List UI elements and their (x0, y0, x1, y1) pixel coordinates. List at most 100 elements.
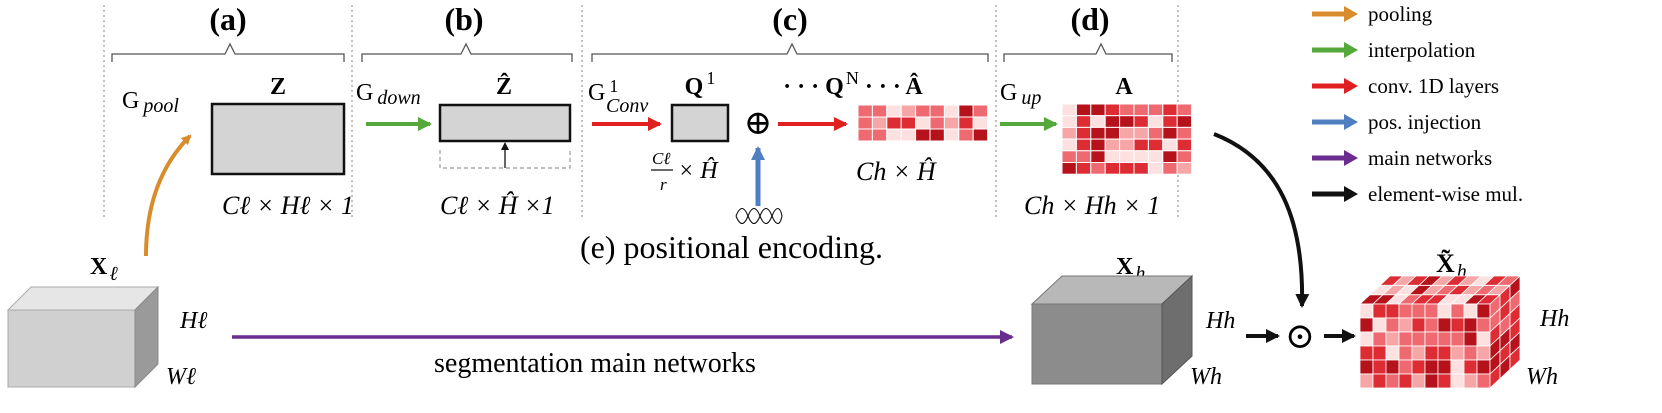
legend-item: element-wise mul. (1312, 182, 1523, 206)
x-tilde-label: X̃h (1436, 249, 1467, 283)
a-hat-cell (915, 116, 931, 130)
a-cell (1119, 115, 1135, 128)
a-cell (1119, 150, 1135, 164)
dim-ahat: Ch × Ĥ (856, 157, 937, 186)
x-tilde-front-cell (1424, 345, 1439, 361)
a-hat-cell (943, 116, 960, 130)
a-cell (1147, 115, 1164, 128)
a-cell (1075, 162, 1092, 175)
a-cell (1061, 138, 1077, 152)
x-tilde-front-cell (1385, 331, 1400, 347)
a-cell (1162, 115, 1178, 128)
x-tilde-front-cell (1372, 359, 1387, 375)
a-cell (1133, 103, 1149, 117)
x-tilde-front-cell (1411, 303, 1426, 319)
x-tilde-front-cell (1476, 317, 1491, 333)
a-hat-cell (958, 116, 974, 130)
a-cell (1075, 103, 1092, 117)
attention-to-mul-arrow (1213, 132, 1310, 308)
legend-swatch-arrowhead (1344, 150, 1358, 166)
x-l-cube (6, 285, 160, 389)
x-tilde-front-cell (1424, 359, 1439, 375)
x-tilde-front-cell (1359, 345, 1374, 361)
a-cell (1061, 150, 1077, 164)
legend-item: pooling (1312, 2, 1433, 26)
x-tilde-front-cell (1476, 345, 1491, 361)
a-hat-cell (915, 128, 931, 142)
a-cell (1119, 138, 1135, 152)
a-cell (1162, 138, 1178, 152)
pooling-arrow (144, 134, 192, 257)
a-hat-cell (871, 116, 888, 130)
a-hat-cell (900, 116, 917, 130)
oplus-symbol: ⊕ (744, 105, 773, 142)
a-cell (1075, 126, 1092, 140)
x-tilde-front-cell (1411, 345, 1426, 361)
x-tilde-front-cell (1398, 345, 1413, 361)
section-braces (111, 42, 1173, 62)
a-cell (1061, 115, 1077, 128)
a-cell (1147, 126, 1164, 140)
a-cell (1090, 138, 1106, 152)
x-tilde-front-cell (1398, 331, 1413, 347)
w-l-label: Wℓ (166, 364, 196, 390)
a-hat-cell (958, 104, 974, 118)
x-tilde-front-cell (1385, 317, 1400, 333)
x-tilde-front-cell (1398, 359, 1413, 375)
a-cell (1176, 150, 1193, 164)
x-tilde-front-cell (1437, 303, 1452, 319)
a-hat-cell (943, 104, 960, 118)
a-cell (1104, 138, 1121, 152)
a-hat-cell (915, 104, 931, 118)
a-cell (1061, 103, 1077, 117)
a-cell (1176, 126, 1193, 140)
x-tilde-front-cell (1359, 317, 1374, 333)
q1-dim: Cℓ r × Ĥ (652, 147, 719, 195)
a-hat-cell (857, 104, 873, 118)
x-tilde-front-cell (1372, 373, 1387, 389)
x-tilde-side-cell (1509, 345, 1521, 371)
x-tilde-front-cell (1372, 317, 1387, 333)
x-tilde-front-cell (1372, 331, 1387, 347)
legend-swatch-arrowhead (1344, 114, 1358, 130)
x-tilde-front-cell (1359, 373, 1374, 389)
legend-label: main networks (1368, 146, 1492, 170)
x-tilde-front-cell (1372, 345, 1387, 361)
a-heatmap (1061, 103, 1193, 175)
x-tilde-cube (1358, 275, 1522, 389)
x-tilde-front-cell (1385, 373, 1400, 389)
dim-a: Cℓ × Hℓ × 1 (222, 191, 354, 220)
a-cell (1090, 126, 1106, 140)
legend-swatch-arrowhead (1344, 78, 1358, 94)
x-tilde-front-cell (1411, 317, 1426, 333)
a-cell (1162, 162, 1178, 175)
a-hat-cell (871, 104, 888, 118)
a-hat-cell (871, 128, 888, 142)
a-cell (1119, 126, 1135, 140)
a-cell (1119, 162, 1135, 175)
x-tilde-front-cell (1411, 373, 1426, 389)
a-cell (1133, 115, 1149, 128)
a-cell (1176, 138, 1193, 152)
section-a-label: (a) (209, 1, 246, 37)
a-cell (1104, 103, 1121, 117)
x-tilde-front-cell (1476, 331, 1491, 347)
a-hat-cell (929, 128, 945, 142)
a-cell (1176, 103, 1193, 117)
a-cell (1162, 126, 1178, 140)
a-cell (1133, 138, 1149, 152)
x-tilde-front-cell (1463, 359, 1478, 375)
legend-swatch-arrowhead (1344, 6, 1358, 22)
x-tilde-front-cell (1463, 317, 1478, 333)
a-hat-cell (958, 128, 974, 142)
x-tilde-front-cell (1359, 359, 1374, 375)
a-cell (1162, 103, 1178, 117)
x-tilde-front-cell (1385, 303, 1400, 319)
q1-box (670, 103, 730, 143)
legend-item: pos. injection (1312, 110, 1482, 134)
x-tilde-front-cell (1463, 303, 1478, 319)
